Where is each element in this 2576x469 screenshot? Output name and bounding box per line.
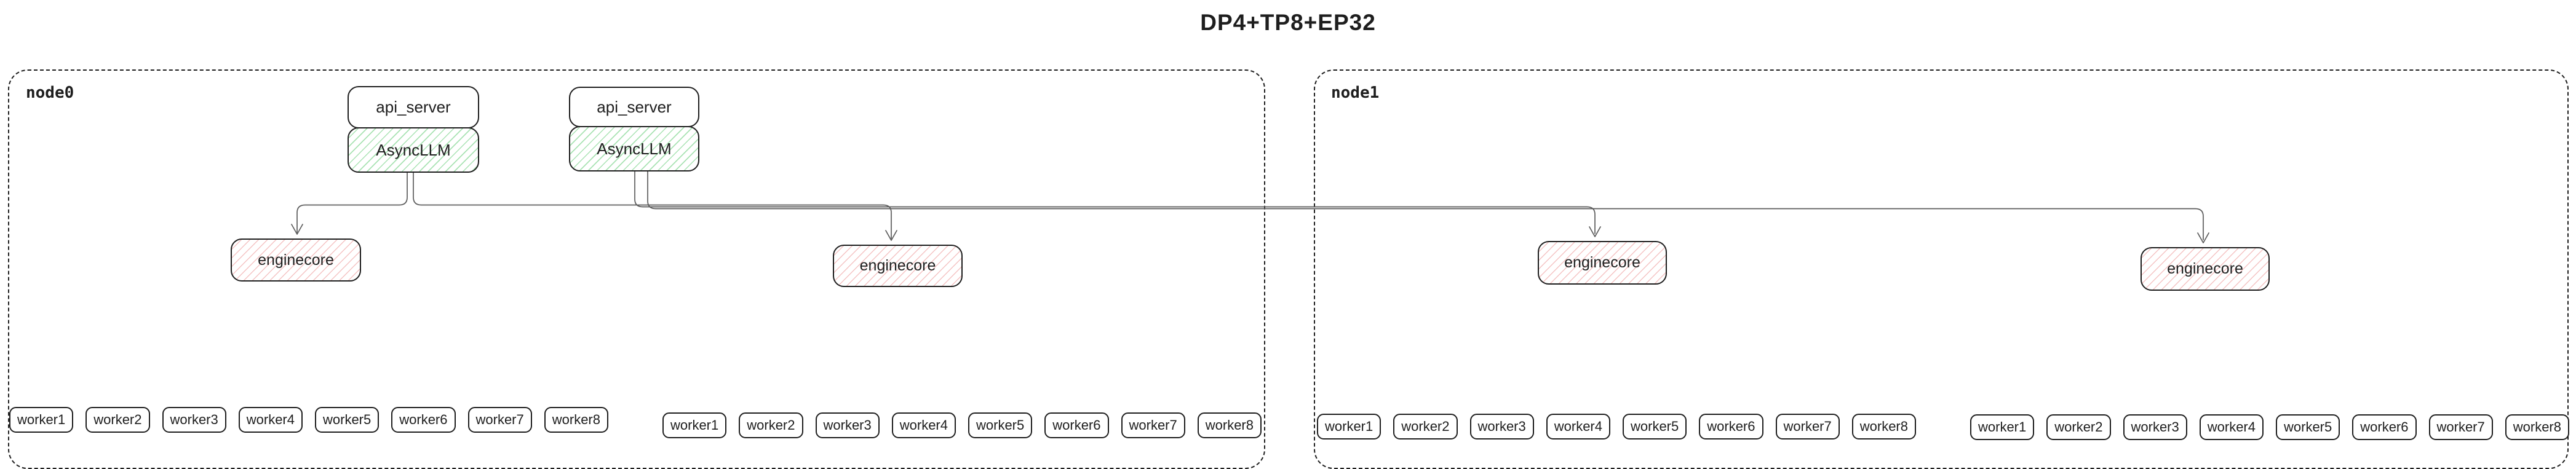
worker-box: worker7	[467, 407, 532, 433]
api-server-box-1: api_server	[348, 86, 479, 128]
worker-box: worker8	[2505, 414, 2569, 440]
worker-box: worker3	[2123, 414, 2187, 440]
worker-box: worker1	[662, 412, 727, 438]
worker-group-node0-a: worker1 worker2 worker3 worker4 worker5 worke…	[9, 407, 608, 433]
worker-box: worker2	[2046, 414, 2111, 440]
api-server-box-2: api_server	[569, 87, 699, 127]
enginecore-box-1: enginecore	[231, 238, 361, 282]
worker-box: worker8	[544, 407, 608, 433]
worker-box: worker6	[2352, 414, 2417, 440]
worker-box: worker5	[1623, 414, 1687, 439]
worker-box: worker2	[1393, 414, 1458, 439]
worker-box: worker4	[238, 407, 303, 433]
worker-box: worker3	[162, 407, 226, 433]
worker-box: worker8	[1197, 412, 1262, 438]
worker-box: worker1	[1970, 414, 2035, 440]
worker-group-node1-b: worker1 worker2 worker3 worker4 worker5 worke…	[1970, 414, 2569, 440]
worker-box: worker8	[1851, 414, 1916, 439]
diagram-title: DP4+TP8+EP32	[1200, 10, 1376, 35]
worker-box: worker2	[85, 407, 150, 433]
node0-container	[8, 69, 1265, 469]
worker-box: worker6	[1044, 412, 1109, 438]
worker-box: worker7	[2428, 414, 2493, 440]
worker-group-node1-a: worker1 worker2 worker3 worker4 worker5 worke…	[1317, 414, 1916, 439]
worker-box: worker7	[1775, 414, 1840, 439]
worker-box: worker4	[1546, 414, 1610, 439]
worker-group-node0-b: worker1 worker2 worker3 worker4 worker5 worke…	[662, 412, 1262, 438]
enginecore-box-3: enginecore	[1538, 241, 1667, 285]
node1-container	[1314, 69, 2569, 469]
worker-box: worker4	[2199, 414, 2264, 440]
node1-label: node1	[1331, 84, 1380, 102]
node0-label: node0	[26, 84, 74, 102]
worker-box: worker3	[1469, 414, 1534, 439]
worker-box: worker4	[891, 412, 956, 438]
worker-box: worker2	[739, 412, 803, 438]
worker-box: worker5	[968, 412, 1033, 438]
enginecore-box-2: enginecore	[833, 245, 963, 287]
worker-box: worker7	[1121, 412, 1185, 438]
worker-box: worker5	[315, 407, 380, 433]
asyncllm-box-2: AsyncLLM	[569, 126, 699, 171]
worker-box: worker3	[815, 412, 880, 438]
worker-box: worker1	[9, 407, 74, 433]
worker-box: worker1	[1317, 414, 1381, 439]
asyncllm-box-1: AsyncLLM	[348, 127, 479, 173]
worker-box: worker6	[1699, 414, 1763, 439]
enginecore-box-4: enginecore	[2141, 247, 2270, 291]
worker-box: worker5	[2276, 414, 2340, 440]
worker-box: worker6	[391, 407, 456, 433]
